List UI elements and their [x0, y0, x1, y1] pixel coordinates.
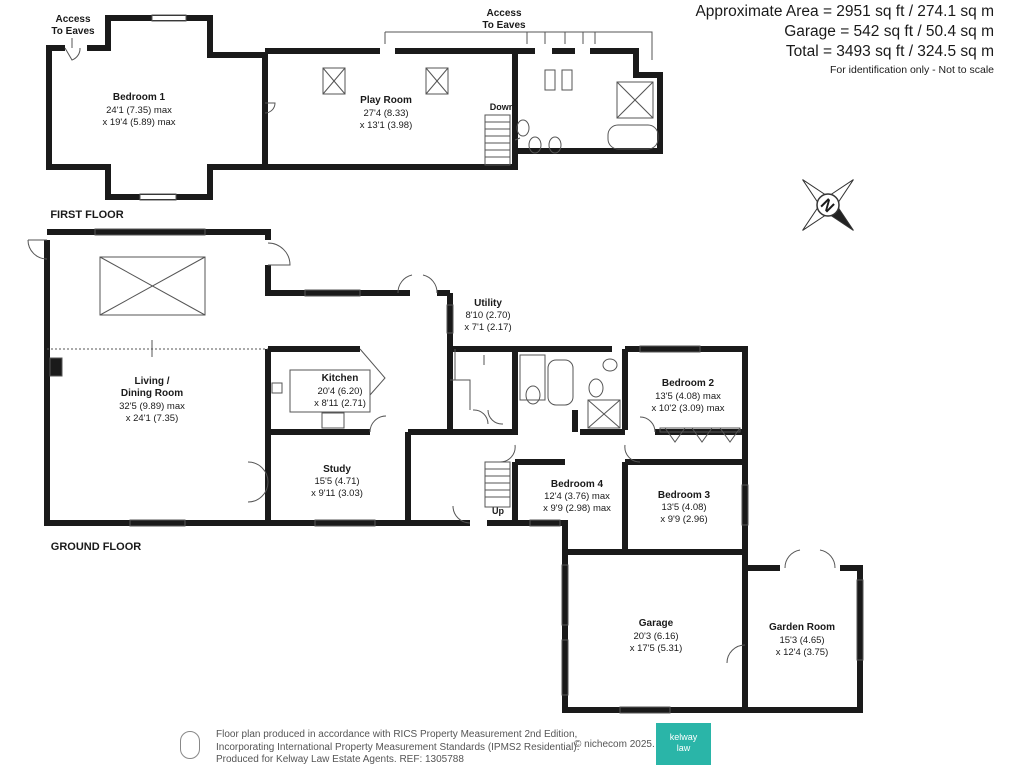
bathroom-walls — [515, 48, 663, 154]
skylight-living — [99, 256, 206, 316]
area-garage: Garage = 542 sq ft / 50.4 sq m — [784, 23, 994, 40]
bedroom1-dim1: 24'1 (7.35) max — [106, 105, 172, 116]
playroom-dim2: x 13'1 (3.98) — [360, 120, 413, 131]
first-floor-windows — [140, 16, 186, 199]
study-name: Study — [323, 464, 351, 475]
rics-icon — [180, 731, 200, 759]
kitchen-dim2: x 8'11 (2.71) — [314, 398, 366, 409]
stairs-down-label: Down — [490, 102, 515, 112]
interior-walls — [265, 346, 745, 552]
garage-dim1: 20'3 (6.16) — [633, 631, 678, 642]
living-name-2: Dining Room — [121, 388, 183, 399]
logo-line-2: law — [676, 743, 691, 753]
living-dim1: 32'5 (9.89) max — [119, 401, 185, 412]
ground-outer-walls — [44, 229, 748, 555]
gardenroom-name: Garden Room — [769, 622, 835, 633]
study-dim1: 15'5 (4.71) — [314, 476, 359, 487]
stairs-first — [484, 114, 511, 166]
utility-dim2: x 7'1 (2.17) — [464, 322, 511, 333]
eaves-label-right-2: To Eaves — [482, 20, 526, 31]
bedroom1-name: Bedroom 1 — [113, 92, 166, 103]
footer-line-3: Produced for Kelway Law Estate Agents. R… — [216, 754, 464, 765]
utility-dim1: 8'10 (2.70) — [465, 310, 510, 321]
study-dim2: x 9'11 (3.03) — [311, 488, 363, 499]
bedroom4-dim1: 12'4 (3.76) max — [544, 491, 610, 502]
utility-name: Utility — [474, 298, 502, 309]
eaves-label-right-1: Access — [486, 8, 521, 19]
compass-icon: N — [802, 179, 854, 231]
bedroom1-walls — [46, 15, 268, 200]
garage-name: Garage — [639, 618, 674, 629]
skylight — [425, 67, 449, 95]
kitchen-name: Kitchen — [322, 373, 359, 384]
bedroom4-name: Bedroom 4 — [551, 479, 604, 490]
gardenroom-walls — [745, 565, 863, 713]
area-summary: Approximate Area = 2951 sq ft / 274.1 sq… — [695, 2, 994, 76]
logo-line-1: kelway — [669, 732, 698, 742]
kitchen-island — [289, 369, 371, 413]
area-total: Total = 3493 sq ft / 324.5 sq m — [785, 43, 994, 60]
kelway-law-logo: kelway law — [656, 723, 711, 765]
bedroom1-dim2: x 19'4 (5.89) max — [102, 117, 175, 128]
shower — [616, 81, 654, 119]
footer-text: Floor plan produced in accordance with R… — [216, 729, 580, 767]
garage-walls — [562, 552, 748, 713]
living-dim2: x 24'1 (7.35) — [126, 413, 179, 424]
stairs-up-label: Up — [492, 506, 504, 516]
first-floor-label: FIRST FLOOR — [50, 209, 123, 221]
bedroom3-name: Bedroom 3 — [658, 490, 711, 501]
kitchen-dim1: 20'4 (6.20) — [317, 386, 362, 397]
bedroom2-dim2: x 10'2 (3.09) max — [651, 403, 724, 414]
bedroom2-name: Bedroom 2 — [662, 378, 715, 389]
bedroom3-dim2: x 9'9 (2.96) — [660, 514, 707, 525]
bathtub — [607, 124, 659, 150]
gardenroom-dim2: x 12'4 (3.75) — [776, 647, 829, 658]
playroom-walls — [265, 48, 518, 170]
footer-line-1: Floor plan produced in accordance with R… — [216, 729, 578, 740]
first-floor — [46, 15, 663, 200]
ground-floor-label: GROUND FLOOR — [51, 541, 141, 553]
footer-line-2: Incorporating International Property Mea… — [216, 741, 580, 753]
playroom-name: Play Room — [360, 95, 412, 106]
stairs-ground — [484, 461, 511, 508]
skylight — [322, 67, 346, 95]
scale-note: For identification only - Not to scale — [830, 64, 994, 76]
living-name-1: Living / — [135, 376, 170, 387]
garage-dim2: x 17'5 (5.31) — [630, 643, 683, 654]
bedroom3-dim1: 13'5 (4.08) — [661, 502, 706, 513]
playroom-dim1: 27'4 (8.33) — [363, 108, 408, 119]
bedroom4-dim2: x 9'9 (2.98) max — [543, 503, 611, 514]
copyright: © nichecom 2025. — [574, 739, 655, 750]
ground-floor — [44, 229, 863, 713]
eaves-label-left-2: To Eaves — [51, 26, 95, 37]
bedroom2-dim1: 13'5 (4.08) max — [655, 391, 721, 402]
area-approx: Approximate Area = 2951 sq ft / 274.1 sq… — [695, 3, 994, 20]
eaves-label-left-1: Access — [55, 14, 90, 25]
gardenroom-dim1: 15'3 (4.65) — [779, 635, 824, 646]
